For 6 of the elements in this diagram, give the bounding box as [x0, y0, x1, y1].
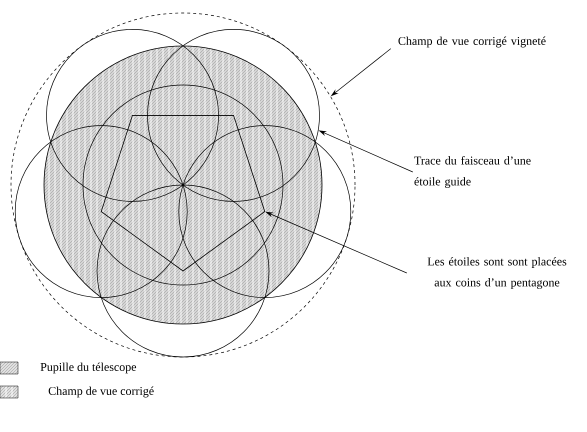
annotation-text: Les étoiles sont sont placées aux coins d’un pentagone	[428, 257, 566, 289]
legend-label: Pupille du télescope	[40, 362, 136, 374]
legend-label: Champ de vue corrigé	[48, 386, 154, 398]
annotation-text: Champ de vue corrigé vigneté	[398, 36, 546, 48]
dashed-circle	[10, 12, 356, 358]
annotation-text: Trace du faisceau d’une étoile guide	[414, 156, 531, 188]
